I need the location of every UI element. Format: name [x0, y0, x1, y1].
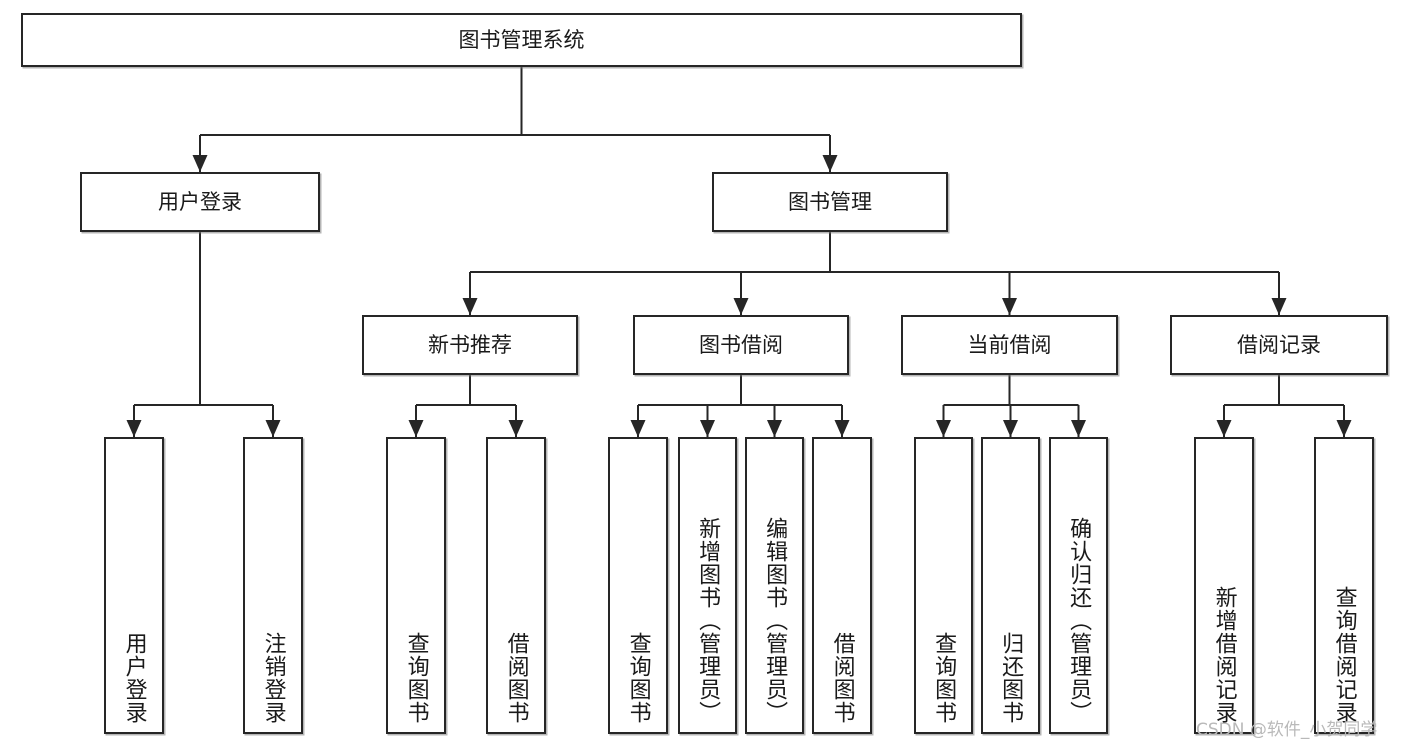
arrowhead-icon: [822, 155, 838, 172]
node-current[interactable]: 当前借阅: [901, 315, 1118, 375]
node-label: 借阅图书: [829, 632, 855, 724]
node-label: 归还图书: [998, 632, 1024, 724]
node-newbook[interactable]: 新书推荐: [362, 315, 578, 375]
node-label: 借阅记录: [1237, 332, 1321, 357]
node-label: 确认归还（管理员）: [1066, 517, 1092, 724]
node-leaf-bo-lend[interactable]: 借阅图书: [812, 437, 872, 734]
node-leaf-user-login[interactable]: 用户登录: [104, 437, 164, 734]
node-label: 图书管理系统: [458, 27, 585, 52]
node-label: 查询图书: [625, 632, 651, 724]
arrowhead-icon: [700, 420, 715, 437]
node-leaf-bo-add[interactable]: 新增图书（管理员）: [678, 437, 737, 734]
node-login[interactable]: 用户登录: [80, 172, 320, 232]
arrowhead-icon: [462, 298, 478, 315]
node-label: 当前借阅: [967, 332, 1052, 357]
node-label: 编辑图书（管理员）: [762, 517, 788, 724]
node-borrow[interactable]: 图书借阅: [633, 315, 849, 375]
arrowhead-icon: [1216, 420, 1232, 437]
node-label: 新增图书（管理员）: [695, 517, 721, 724]
node-leaf-cu-return[interactable]: 归还图书: [981, 437, 1040, 734]
arrowhead-icon: [1002, 298, 1017, 315]
arrowhead-icon: [733, 298, 749, 315]
arrowhead-icon: [936, 420, 951, 437]
node-label: 用户登录: [158, 189, 242, 214]
node-label: 图书管理: [788, 189, 872, 214]
node-label: 图书借阅: [699, 332, 783, 357]
node-label: 新增借阅记录: [1211, 586, 1237, 724]
arrowhead-icon: [126, 420, 142, 437]
node-label: 用户登录: [121, 632, 147, 724]
arrowhead-icon: [1003, 420, 1018, 437]
arrowhead-icon: [630, 420, 646, 437]
arrowhead-icon: [408, 420, 424, 437]
node-label: 借阅图书: [503, 632, 529, 724]
node-leaf-bo-edit[interactable]: 编辑图书（管理员）: [745, 437, 804, 734]
node-label: 查询图书: [403, 632, 429, 724]
node-leaf-nb-borrow[interactable]: 借阅图书: [486, 437, 546, 734]
node-label: 新书推荐: [428, 332, 512, 357]
arrowhead-icon: [1071, 420, 1086, 437]
node-bookmgmt[interactable]: 图书管理: [712, 172, 948, 232]
node-leaf-bo-query[interactable]: 查询图书: [608, 437, 668, 734]
arrowhead-icon: [192, 155, 208, 172]
arrowhead-icon: [1336, 420, 1352, 437]
node-leaf-re-query[interactable]: 查询借阅记录: [1314, 437, 1374, 734]
node-leaf-user-logout[interactable]: 注销登录: [243, 437, 303, 734]
arrowhead-icon: [265, 420, 281, 437]
arrowhead-icon: [767, 420, 782, 437]
arrowhead-icon: [508, 420, 524, 437]
node-records[interactable]: 借阅记录: [1170, 315, 1388, 375]
node-leaf-nb-query[interactable]: 查询图书: [386, 437, 446, 734]
node-root[interactable]: 图书管理系统: [21, 13, 1022, 67]
node-leaf-cu-query[interactable]: 查询图书: [914, 437, 973, 734]
node-leaf-cu-confirm[interactable]: 确认归还（管理员）: [1049, 437, 1108, 734]
arrowhead-icon: [834, 420, 850, 437]
node-leaf-re-add[interactable]: 新增借阅记录: [1194, 437, 1254, 734]
arrowhead-icon: [1271, 298, 1287, 315]
node-label: 查询借阅记录: [1331, 586, 1357, 724]
node-label: 注销登录: [260, 632, 286, 724]
node-label: 查询图书: [931, 632, 957, 724]
